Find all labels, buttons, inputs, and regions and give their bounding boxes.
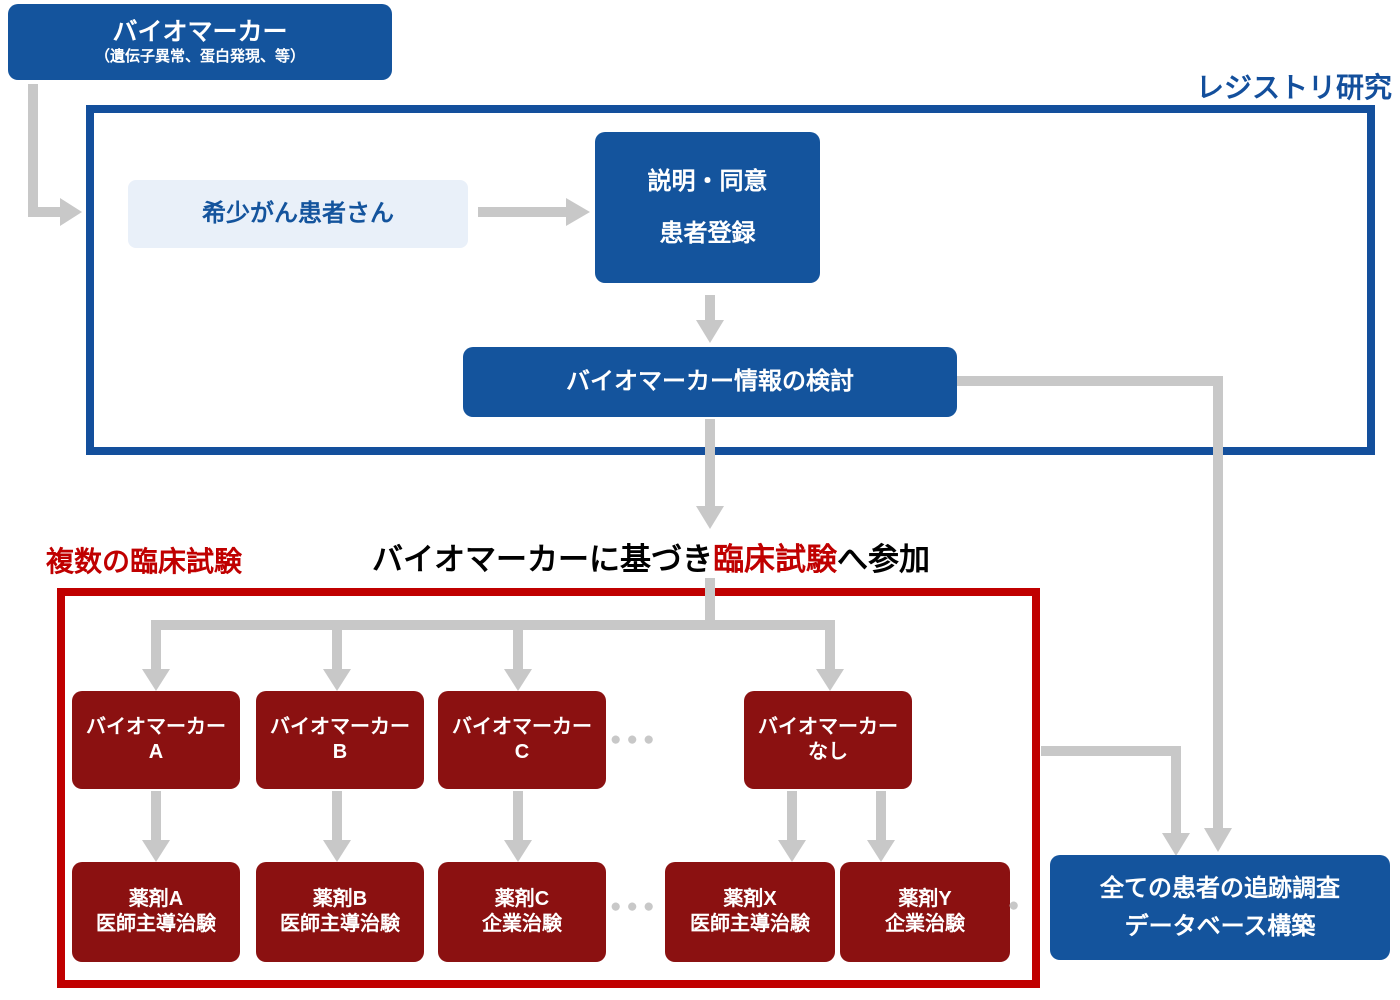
drug-b-box: 薬剤B 医師主導治験 [256, 862, 424, 962]
arrowhead [696, 320, 724, 343]
biomarker-none-box: バイオマーカー なし [744, 691, 912, 789]
arrowhead [142, 840, 170, 862]
arrowhead [566, 198, 590, 226]
arrowhead [142, 669, 170, 691]
drug-c-line1: 薬剤C [494, 888, 550, 910]
participation-post: へ参加 [837, 542, 930, 577]
participation-highlight: 臨床試験 [713, 542, 837, 577]
biomarker-c-line2: C [514, 741, 530, 763]
biomarker-a-box: バイオマーカー A [72, 691, 240, 789]
consent-registration-box: 説明・同意 患者登録 [595, 132, 820, 283]
consent-line1: 説明・同意 [647, 167, 768, 195]
ellipsis-icon: ●●● [610, 896, 660, 917]
drug-a-line2: 医師主導治験 [96, 913, 216, 935]
biomarker-source-title: バイオマーカー [112, 18, 288, 46]
dot-icon: ● [1008, 895, 1025, 916]
drug-b-line1: 薬剤B [312, 888, 368, 910]
biomarker-source-box: バイオマーカー （遺伝子異常、蛋白発現、等） [8, 4, 392, 80]
drug-c-line2: 企業治験 [482, 913, 562, 935]
arrowhead [504, 669, 532, 691]
registry-study-label: レジストリ研究 [1195, 72, 1392, 103]
multiple-trials-label: 複数の臨床試験 [46, 546, 243, 577]
biomarker-none-line2: なし [808, 741, 848, 763]
participation-headline: バイオマーカーに基づき臨床試験へ参加 [372, 534, 930, 579]
drug-x-line1: 薬剤X [723, 888, 777, 910]
drug-x-box: 薬剤X 医師主導治験 [665, 862, 835, 962]
arrowhead [323, 669, 351, 691]
arrowhead [1204, 828, 1232, 852]
biomarker-c-line1: バイオマーカー [452, 716, 592, 738]
biomarker-b-line2: B [332, 741, 348, 763]
drug-y-box: 薬剤Y 企業治験 [840, 862, 1010, 962]
biomarker-a-line1: バイオマーカー [86, 716, 226, 738]
biomarker-c-box: バイオマーカー C [438, 691, 606, 789]
arrow-source-to-patient [28, 84, 60, 217]
ellipsis-icon: ●●● [610, 729, 660, 750]
followup-line1: 全ての患者の追跡調査 [1100, 874, 1340, 902]
drug-a-box: 薬剤A 医師主導治験 [72, 862, 240, 962]
biomarker-review-label: バイオマーカー情報の検討 [566, 368, 854, 395]
biomarker-source-subtitle: （遺伝子異常、蛋白発現、等） [94, 48, 305, 66]
biomarker-b-box: バイオマーカー B [256, 691, 424, 789]
arrowhead [696, 506, 724, 529]
biomarker-review-box: バイオマーカー情報の検討 [463, 347, 957, 417]
patient-box-label: 希少がん患者さん [202, 200, 394, 227]
drug-y-line2: 企業治験 [885, 913, 965, 935]
followup-line2: データベース構築 [1124, 912, 1316, 940]
drug-b-line2: 医師主導治験 [280, 913, 400, 935]
registry-study-frame [86, 105, 1375, 455]
arrow-trials-to-followup [1041, 746, 1181, 833]
followup-database-box: 全ての患者の追跡調査 データベース構築 [1050, 855, 1390, 960]
biomarker-a-line2: A [148, 741, 164, 763]
arrowhead [60, 198, 82, 226]
arrowhead [323, 840, 351, 862]
arrow-review-to-followup [957, 376, 1223, 828]
participation-pre: バイオマーカーに基づき [372, 542, 713, 577]
biomarker-none-line1: バイオマーカー [758, 716, 898, 738]
consent-line2: 患者登録 [659, 219, 756, 247]
drug-c-box: 薬剤C 企業治験 [438, 862, 606, 962]
arrowhead [1162, 833, 1190, 856]
arrowhead [867, 840, 895, 862]
biomarker-b-line1: バイオマーカー [270, 716, 410, 738]
drug-y-line1: 薬剤Y [898, 888, 952, 910]
arrowhead [504, 840, 532, 862]
drug-a-line1: 薬剤A [128, 888, 184, 910]
drug-x-line2: 医師主導治験 [690, 913, 810, 935]
arrowhead [816, 669, 844, 691]
patient-box: 希少がん患者さん [128, 180, 468, 248]
arrowhead [778, 840, 806, 862]
clinical-trials-frame [57, 588, 1040, 988]
